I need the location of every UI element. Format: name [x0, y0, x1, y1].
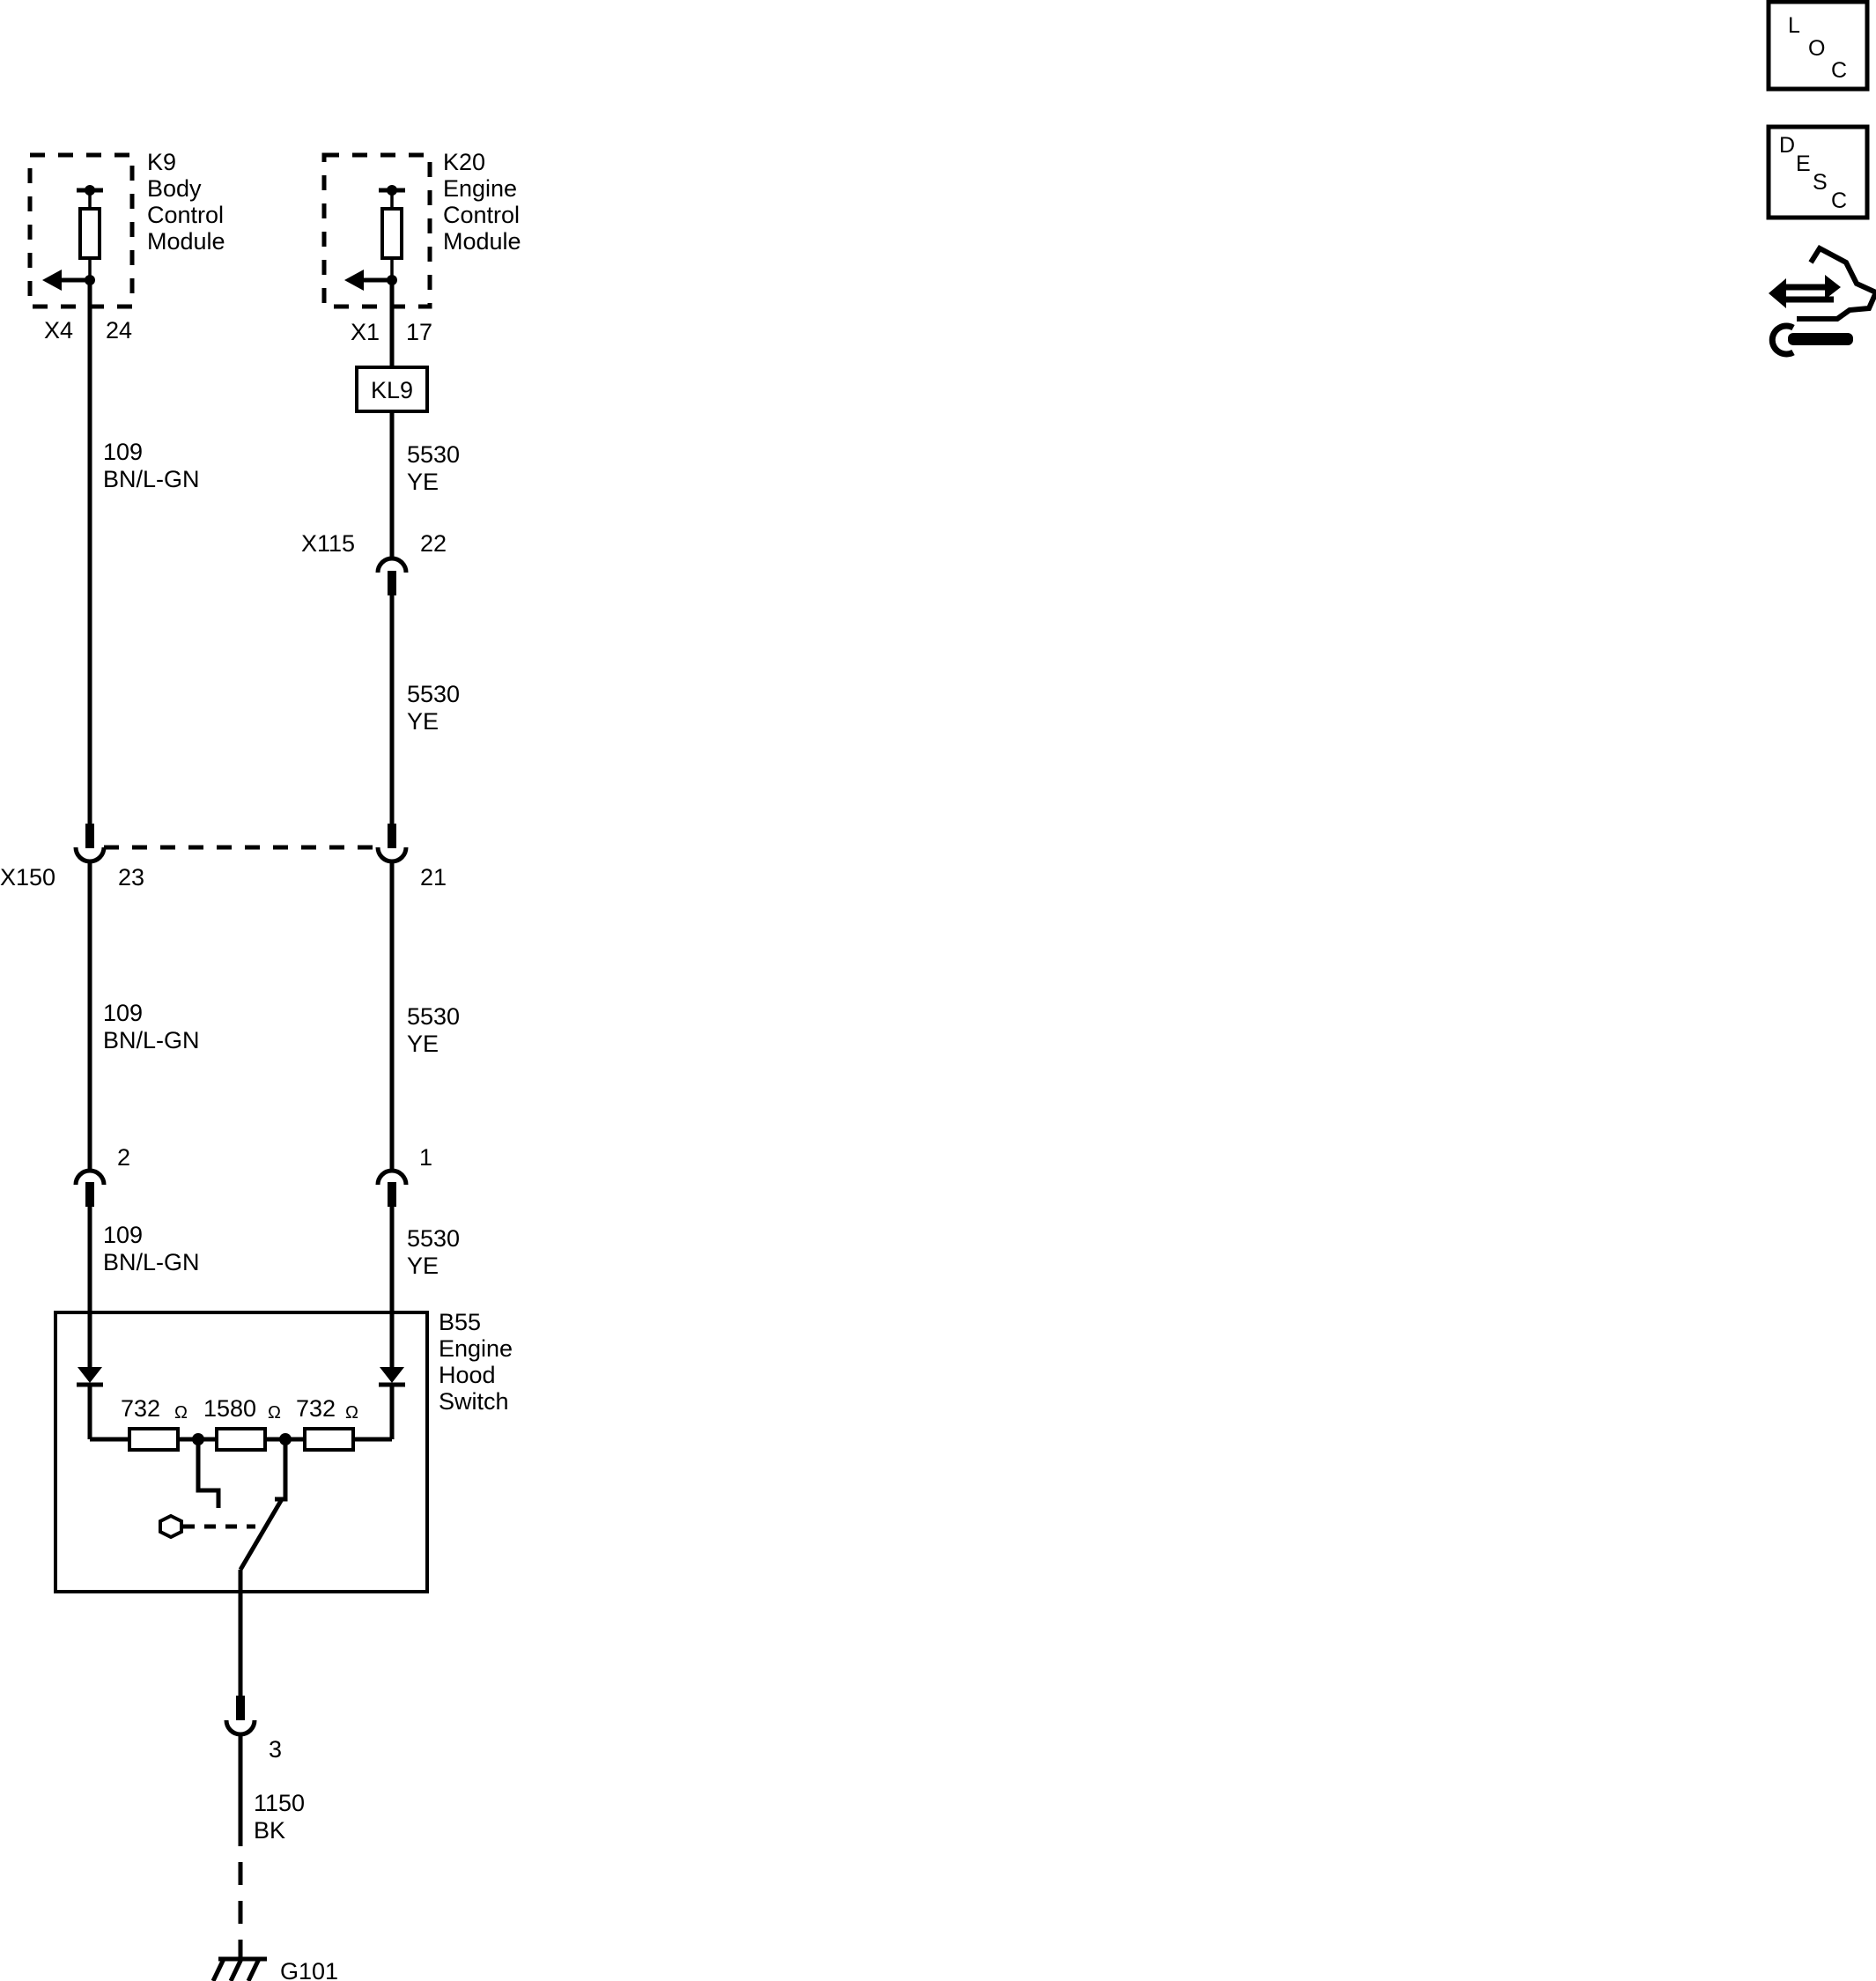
- k9-id: K9: [147, 149, 176, 175]
- k9-module[interactable]: K9 Body Control Module: [27, 149, 225, 309]
- k9-connector-label: X4: [44, 317, 73, 344]
- wire-5530-1-circuit: 5530: [407, 441, 460, 468]
- connector-repair-icon[interactable]: [1769, 245, 1876, 358]
- loc-button[interactable]: L O C: [1766, 0, 1870, 92]
- wire-109-2-circuit: 109: [103, 1000, 143, 1026]
- wire-5530-4-color: YE: [407, 1253, 439, 1279]
- k20-connector-label: X1: [351, 319, 380, 345]
- k9-name-line-2: Control: [147, 202, 224, 228]
- k20-name-line-3: Module: [443, 228, 521, 255]
- b55-name-line-1: Engine: [439, 1335, 513, 1362]
- b55-resistor-3-value: 732: [296, 1395, 336, 1422]
- b55-name-line-2: Hood: [439, 1362, 496, 1388]
- wire-109-1-circuit: 109: [103, 439, 143, 465]
- wire-5530-4-circuit: 5530: [407, 1225, 460, 1252]
- x115-name: X115: [301, 530, 355, 557]
- loc-letter-c: C: [1831, 58, 1847, 83]
- wire-109-1-color: BN/L-GN: [103, 466, 200, 492]
- wire-109-3-circuit: 109: [103, 1222, 143, 1248]
- k9-module-outline: [27, 152, 135, 309]
- kl9-label-box: KL9: [355, 366, 429, 413]
- b55-actuator-icon: [159, 1513, 183, 1540]
- desc-letter-e: E: [1796, 152, 1811, 176]
- b55-resistor-1-unit: Ω: [174, 1403, 188, 1423]
- k20-name-line-1: Engine: [443, 175, 517, 202]
- k9-name-line-3: Module: [147, 228, 225, 255]
- k20-id: K20: [443, 149, 485, 175]
- x150-pin-left: 23: [118, 864, 144, 891]
- loc-letter-l: L: [1788, 13, 1800, 38]
- x150-pin-right: 21: [420, 864, 447, 891]
- switch-pin-1-label: 1: [419, 1144, 432, 1171]
- k20-pin-label: 17: [406, 319, 432, 345]
- b55-enclosure: [54, 1311, 429, 1593]
- b55-switch-blade: [238, 1497, 284, 1571]
- ground-g101-icon[interactable]: [210, 1956, 267, 1981]
- wire-5530-3-color: YE: [407, 1031, 439, 1057]
- k20-module-outline: [321, 152, 432, 309]
- b55-hood-switch[interactable]: 732 Ω 1580 Ω 732 Ω: [54, 1311, 429, 1700]
- k20-internal-resistor: [380, 207, 403, 260]
- wire-5530-1-color: YE: [407, 469, 439, 495]
- wire-5530-2-circuit: 5530: [407, 681, 460, 707]
- k9-name-line-1: Body: [147, 175, 202, 202]
- wire-1150-color: BK: [254, 1817, 285, 1844]
- b55-name-line-3: Switch: [439, 1388, 509, 1415]
- ground-g101-label: G101: [280, 1958, 338, 1981]
- desc-letter-d: D: [1779, 133, 1795, 158]
- connector-x150[interactable]: [73, 824, 409, 864]
- b55-resistor-3: [303, 1427, 355, 1452]
- desc-letter-s: S: [1813, 170, 1828, 195]
- k20-name-line-2: Control: [443, 202, 520, 228]
- ground-pin-3-label: 3: [269, 1736, 282, 1763]
- x150-name: X150: [0, 864, 55, 891]
- wire-1150-circuit: 1150: [254, 1790, 305, 1816]
- wire-109-3-color: BN/L-GN: [103, 1249, 200, 1275]
- b55-resistor-3-unit: Ω: [345, 1403, 358, 1423]
- desc-button[interactable]: D E S C: [1766, 124, 1870, 220]
- x115-pin: 22: [420, 530, 447, 557]
- connector-switch-pin-2[interactable]: [73, 1168, 107, 1207]
- k9-pin-label: 24: [106, 317, 132, 344]
- b55-right-diode: [380, 1367, 404, 1383]
- loc-letter-o: O: [1808, 36, 1825, 61]
- k9-internal-resistor: [78, 207, 101, 260]
- kl9-label: KL9: [371, 377, 413, 403]
- switch-pin-2-label: 2: [117, 1144, 130, 1171]
- b55-resistor-1-value: 732: [121, 1395, 160, 1422]
- connector-x115[interactable]: [375, 556, 409, 595]
- b55-resistor-2-value: 1580: [203, 1395, 256, 1422]
- connector-ground-pin-3[interactable]: [224, 1696, 257, 1737]
- k9-output-arrow: [42, 270, 62, 291]
- desc-letter-c: C: [1831, 188, 1847, 213]
- k20-module[interactable]: K20 Engine Control Module: [321, 149, 521, 309]
- wire-5530-2-color: YE: [407, 708, 439, 735]
- wire-109-2-color: BN/L-GN: [103, 1027, 200, 1053]
- wire-5530-3-circuit: 5530: [407, 1003, 460, 1030]
- connector-switch-pin-1[interactable]: [375, 1168, 409, 1207]
- b55-id: B55: [439, 1309, 481, 1335]
- b55-resistor-1: [128, 1427, 180, 1452]
- b55-resistor-2-unit: Ω: [268, 1403, 281, 1423]
- b55-left-diode: [78, 1367, 102, 1383]
- b55-resistor-2: [215, 1427, 267, 1452]
- k20-output-arrow: [344, 270, 364, 291]
